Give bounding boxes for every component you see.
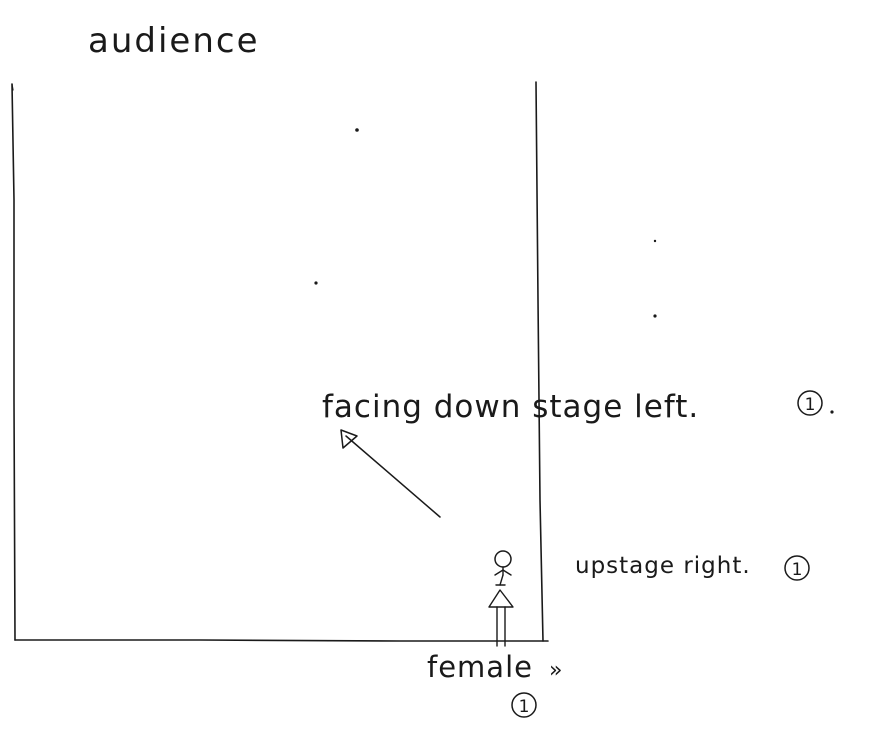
audience-label: audience (88, 21, 260, 61)
period-dot (830, 410, 834, 414)
svg-text:1: 1 (792, 560, 803, 580)
stray-dots (314, 128, 657, 318)
svg-text:1: 1 (519, 697, 530, 717)
svg-text:1: 1 (805, 395, 816, 415)
stage-outline (11, 81, 549, 642)
facing-count-circle: 1 (797, 390, 823, 416)
female-figure (488, 550, 514, 647)
upstage-label: upstage right. (575, 553, 751, 579)
upstage-count-circle: 1 (784, 555, 810, 581)
facing-direction-arrow (340, 429, 441, 518)
facing-label: facing down stage left. (322, 389, 699, 425)
female-count-circle: 1 (511, 692, 537, 718)
female-label: female (427, 650, 533, 684)
female-suffix: » (549, 658, 562, 683)
